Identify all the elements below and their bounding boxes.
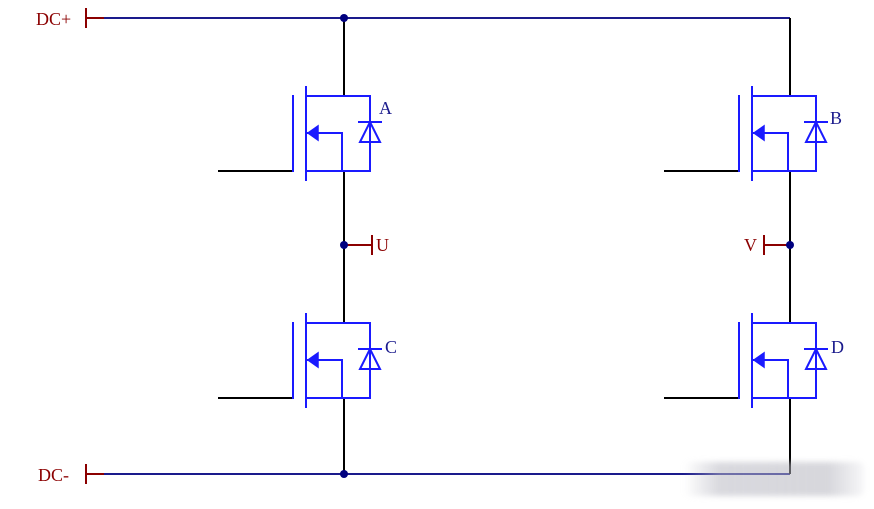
junction-dot-v (786, 241, 794, 249)
labels: DC+ DC- U V A B C D (36, 9, 844, 485)
dc-plus-port (85, 8, 104, 28)
switch-d-label: D (831, 337, 844, 357)
dc-minus-port (85, 464, 104, 484)
v-port (763, 235, 790, 255)
junction-dot-top-left (340, 14, 348, 22)
switch-b-label: B (830, 108, 842, 128)
junction-dot-bottom-left (340, 470, 348, 478)
watermark-blur (684, 462, 864, 496)
u-output-label: U (376, 235, 389, 255)
junction-dot-u (340, 241, 348, 249)
junction-dots (340, 14, 794, 478)
u-port (344, 235, 373, 255)
mosfet-d-symbol (738, 313, 828, 408)
mosfet-a-symbol (292, 86, 382, 181)
mosfet-devices (292, 86, 828, 408)
switch-c-label: C (385, 337, 397, 357)
dc-minus-label: DC- (38, 465, 69, 485)
mosfet-b-symbol (738, 86, 828, 181)
port-connectors (85, 8, 790, 484)
bus-wires (104, 17, 790, 475)
v-output-label: V (744, 235, 757, 255)
mosfet-c-symbol (292, 313, 382, 408)
dc-plus-label: DC+ (36, 9, 71, 29)
switch-a-label: A (379, 98, 392, 118)
leg-wires (218, 18, 791, 474)
